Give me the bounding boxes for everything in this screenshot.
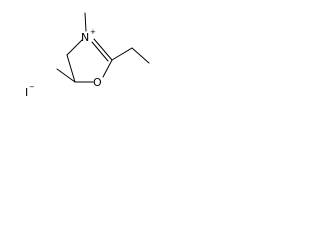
bond-ethyl-methyl <box>131 47 150 64</box>
bond-ch2-ch <box>66 54 76 83</box>
bond-n-methyl <box>84 12 87 32</box>
oxygen-label: O <box>93 76 102 89</box>
bond-c2-ethyl <box>111 47 133 61</box>
nitrogen-label: N <box>81 31 89 44</box>
bond-c2-n-double-a <box>93 38 113 61</box>
structure-canvas: N + O I − <box>0 0 174 120</box>
iodine-label: I <box>25 86 28 99</box>
iodide-charge: − <box>29 83 35 91</box>
oxazolinium-iodide-structure: N + O I − <box>25 12 150 99</box>
bond-n-ch2 <box>66 39 83 56</box>
nitrogen-charge: + <box>90 28 96 36</box>
bond-o-c2 <box>102 59 113 78</box>
bond-ch-methyl <box>56 68 76 83</box>
bond-c2-n-double-b <box>91 41 109 62</box>
